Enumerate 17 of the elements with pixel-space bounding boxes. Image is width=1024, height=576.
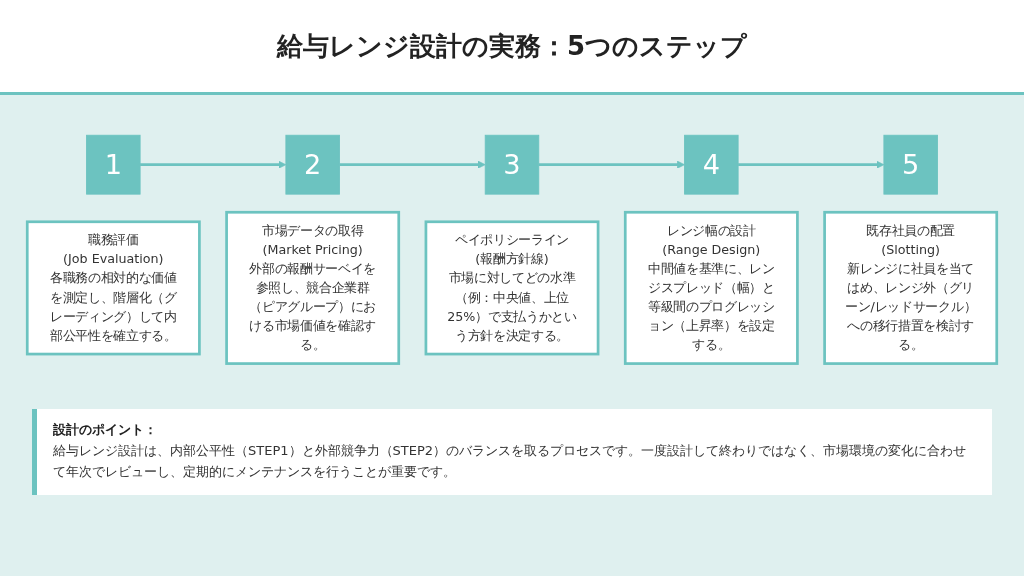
arrow [538, 160, 685, 169]
node-box: ペイポリシーライン (報酬方針線) 市場に対してどの水準（例：中央値、上位25%）で支払うかという方針を決定する。 [424, 220, 600, 355]
node-box: 既存社員の配置 (Slotting) 新レンジに社員を当てはめ、レンジ外（グリーン/レッドサークル）への移行措置を検討する。 [823, 210, 999, 365]
node-box: レンジ幅の設計 (Range Design) 中間値を基準に、レンジスプレッド（幅）と等級間のプログレッション（上昇率）を設定する。 [623, 210, 799, 365]
node-box: 4 [684, 134, 739, 195]
note-heading: 設計のポイント： [53, 421, 158, 439]
node-box: 職務評価 (Job Evaluation) 各職務の相対的な価値を測定し、階層化（グレーディング）して内部公平性を確立する。 [25, 220, 201, 355]
node-box: 3 [484, 134, 540, 195]
page-title: 給与レンジ設計の実務：5つのステップ [276, 29, 748, 63]
arrow [140, 160, 287, 169]
note-text: 給与レンジ設計は、内部公平性（STEP1）と外部競争力（STEP2）のバランスを取るプロセスです。一度設計して終わりではなく、市場環境の変化に合わせて年次でレビューし、定期的にメンテナンスを行うことが重要です。 [53, 442, 968, 481]
arrow [339, 160, 486, 169]
node-box: 5 [883, 134, 938, 195]
node-box: 1 [86, 134, 141, 195]
node-box: 市場データの取得 (Market Pricing) 外部の報酬サーベイを参照し、競合企業群（ピアグループ）における市場価値を確認する。 [225, 210, 401, 365]
node-box: 2 [285, 134, 340, 195]
arrow [738, 160, 885, 169]
